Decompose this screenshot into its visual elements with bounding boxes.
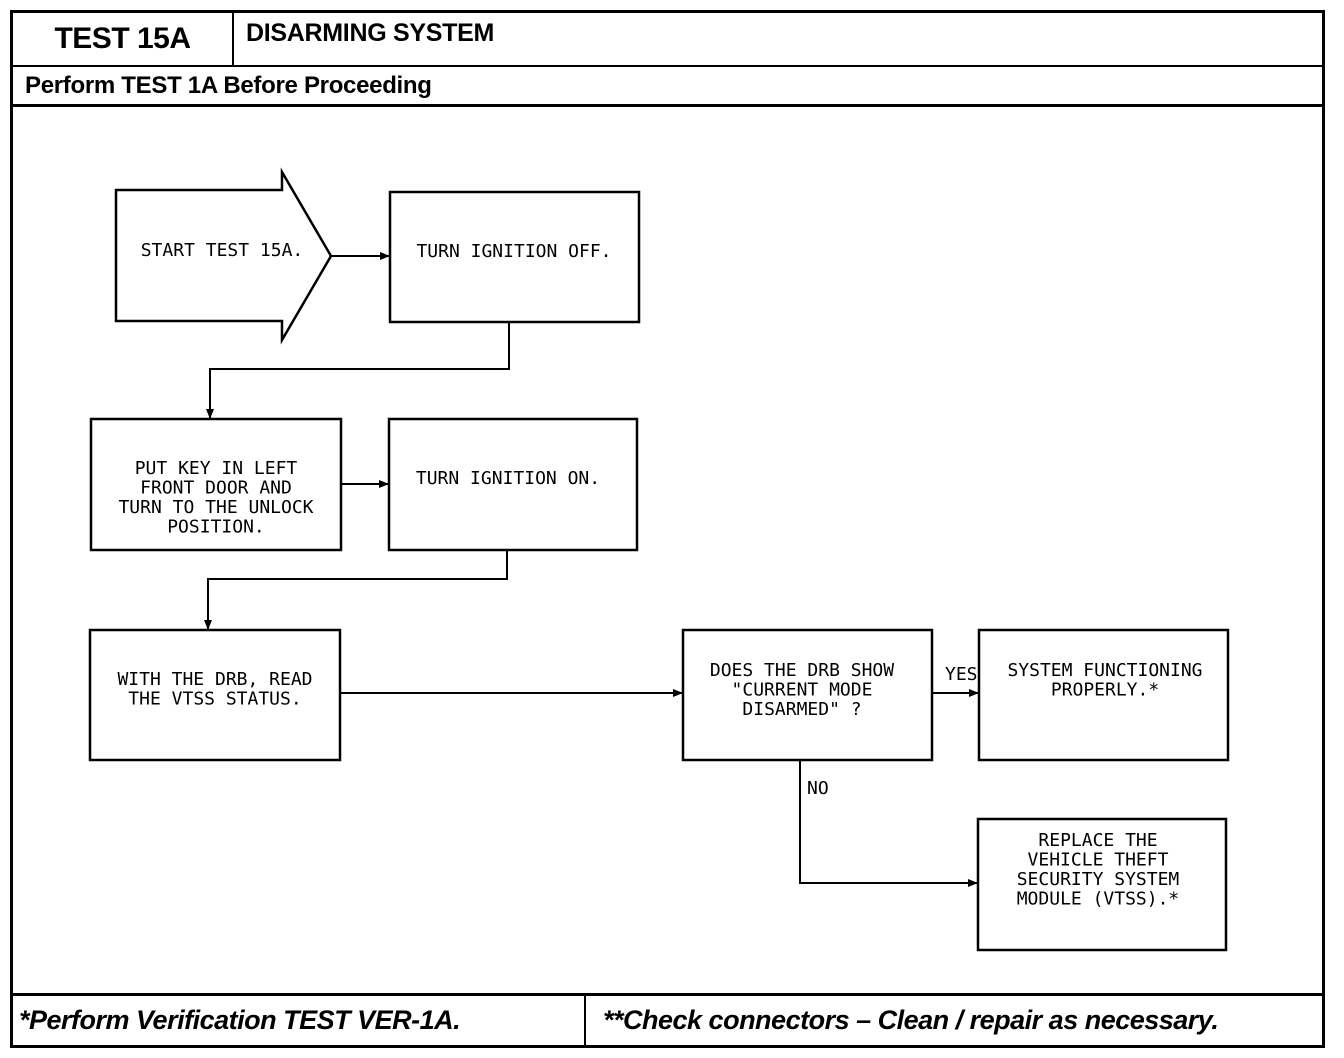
edge-label-no: NO [807, 778, 829, 799]
node-text-line: DOES THE DRB SHOW [710, 660, 894, 681]
prerequisite-row: Perform TEST 1A Before Proceeding [13, 67, 1322, 107]
node-ignition-off [388, 190, 641, 324]
node-text-line: POSITION. [167, 517, 265, 538]
footer-row: *Perform Verification TEST VER-1A. **Che… [13, 993, 1322, 1045]
node-text-line: SYSTEM FUNCTIONING [1007, 660, 1202, 681]
node-text-line: TURN IGNITION OFF. [416, 241, 611, 262]
test-title: DISARMING SYSTEM [246, 19, 494, 47]
node-text-line: VEHICLE THEFT [1028, 850, 1169, 871]
verification-note: *Perform Verification TEST VER-1A. [13, 996, 586, 1045]
node-text-line: SECURITY SYSTEM [1017, 869, 1180, 890]
node-text-line: THE VTSS STATUS. [128, 689, 301, 710]
node-read-status [88, 628, 342, 762]
test-page-frame: TEST 15A DISARMING SYSTEM Perform TEST 1… [10, 10, 1325, 1048]
node-text-line: "CURRENT MODE [732, 680, 873, 701]
prerequisite-note: Perform TEST 1A Before Proceeding [25, 72, 432, 99]
edge-decision-no [799, 760, 978, 887]
node-text-line: TURN TO THE UNLOCK [118, 497, 313, 518]
node-text-line: START TEST 15A. [141, 240, 304, 261]
test-id: TEST 15A [13, 13, 234, 65]
node-text-line: WITH THE DRB, READ [117, 669, 312, 690]
node-text-line: PROPERLY.* [1051, 680, 1159, 701]
node-decision [681, 628, 934, 762]
node-text-line: REPLACE THE [1038, 830, 1157, 851]
edge-ignition-on-to-read-status [204, 550, 508, 630]
node-put-key [89, 417, 343, 552]
node-text-line: FRONT DOOR AND [140, 478, 292, 499]
edge-label-yes: YES [945, 664, 978, 685]
node-replace-module [976, 817, 1228, 952]
header-row: TEST 15A DISARMING SYSTEM [13, 13, 1322, 67]
edge-ignition-off-to-put-key [206, 322, 510, 419]
start-arrow-shape [114, 167, 333, 345]
node-text-line: DISARMED" ? [742, 699, 861, 720]
node-ignition-on-text: TURN IGNITION ON. [416, 468, 600, 489]
node-ignition-on [387, 417, 639, 552]
node-ignition-off-text: TURN IGNITION OFF. [416, 241, 611, 262]
node-system-ok [977, 628, 1230, 762]
node-text-line: PUT KEY IN LEFT [135, 458, 298, 479]
node-text-line: TURN IGNITION ON. [416, 468, 600, 489]
connector-note: **Check connectors – Clean / repair as n… [603, 1005, 1219, 1035]
node-text-line: MODULE (VTSS).* [1017, 889, 1180, 910]
node-start-text: START TEST 15A. [141, 240, 304, 261]
